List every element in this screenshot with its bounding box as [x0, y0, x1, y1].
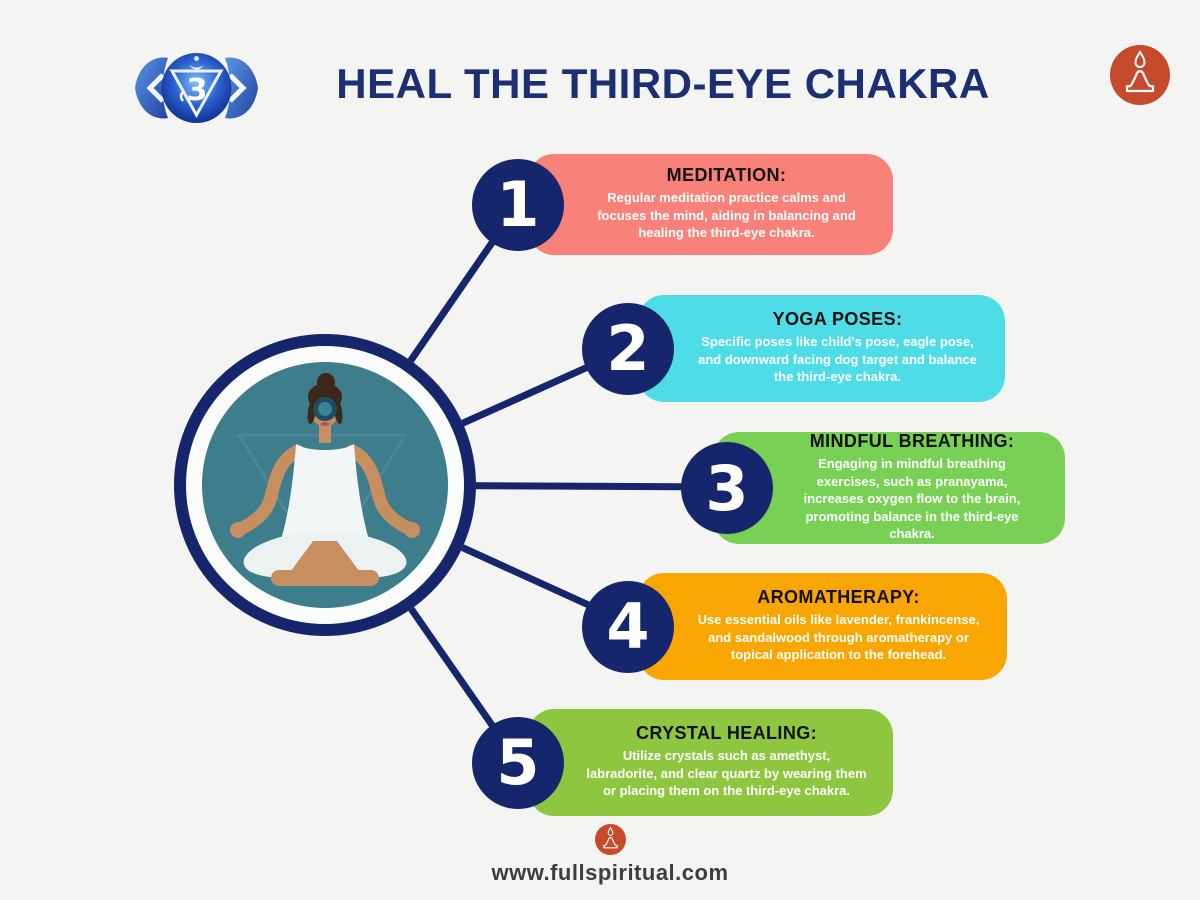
step-card-meditation: 1 MEDITATION: Regular meditation practic…: [472, 154, 893, 255]
step-card-mindful-breathing: 3 MINDFUL BREATHING: Engaging in mindful…: [681, 431, 1065, 544]
step-heading: CRYSTAL HEALING:: [635, 723, 818, 744]
website-url: www.fullspiritual.com: [491, 860, 729, 885]
step-body: Use essential oils like lavender, franki…: [697, 612, 980, 663]
step-body: Specific poses like child's pose, eagle …: [698, 334, 977, 385]
step-heading: AROMATHERAPY:: [757, 587, 920, 608]
step-number-badge: 5: [472, 716, 564, 809]
step-heading: YOGA POSES:: [772, 309, 903, 330]
step-body: Regular meditation practice calms and fo…: [597, 190, 856, 241]
third-eye-chakra-logo-icon: 3: [135, 53, 258, 123]
step-number-badge: 4: [582, 580, 674, 673]
step-number-badge: 2: [582, 302, 674, 395]
step-heading: MEDITATION:: [666, 165, 787, 186]
page-title: HEAL THE THIRD-EYE CHAKRA: [336, 60, 990, 107]
step-body: Utilize crystals such as amethyst, labra…: [586, 748, 867, 799]
step-number-badge: 1: [472, 158, 564, 251]
step-card-aromatherapy: 4 AROMATHERAPY: Use essential oils like …: [582, 573, 1007, 680]
step-number-badge: 3: [681, 442, 773, 534]
step-body: Engaging in mindful breathing exercises,…: [803, 456, 1021, 542]
meditation-illustration: [174, 334, 476, 636]
step-card-crystal-healing: 5 CRYSTAL HEALING: Utilize crystals such…: [472, 709, 893, 816]
svg-text:3: 3: [187, 73, 208, 108]
step-heading: MINDFUL BREATHING:: [809, 431, 1015, 452]
step-card-yoga-poses: 2 YOGA POSES: Specific poses like child'…: [582, 295, 1005, 402]
